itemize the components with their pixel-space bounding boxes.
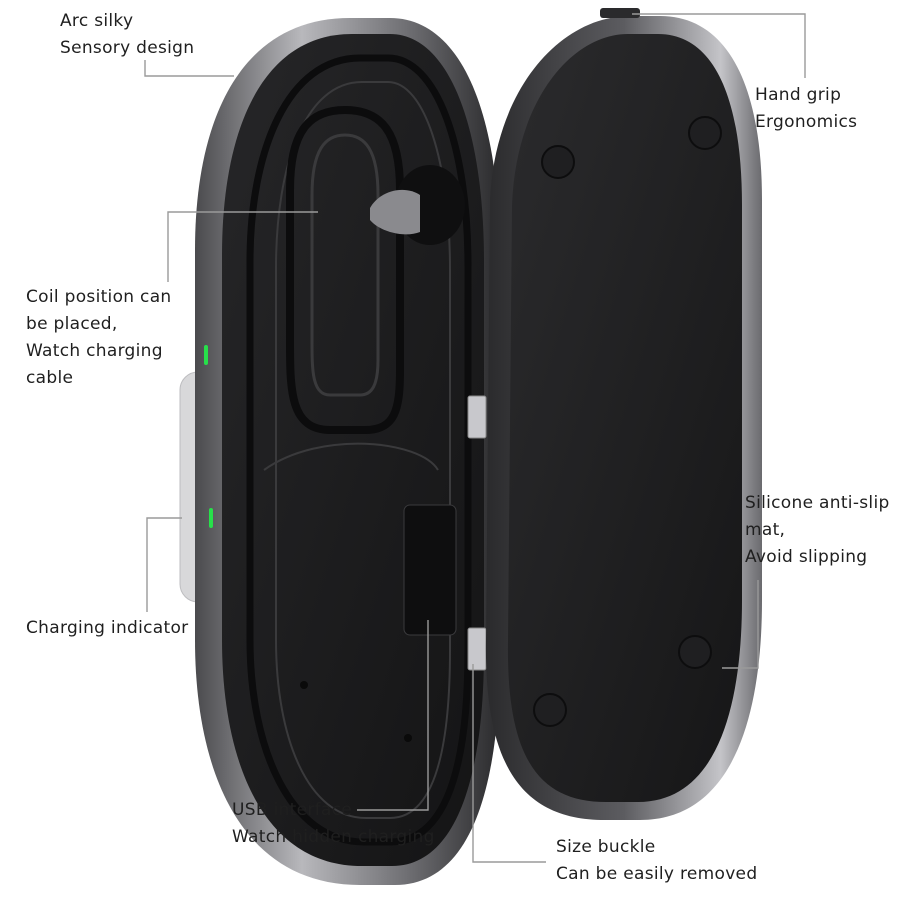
size-buckle: [467, 395, 487, 439]
callout-line: Watch charging: [26, 341, 163, 361]
callout-hand-grip: Hand grip Ergonomics: [755, 82, 857, 136]
callout-line: cable: [26, 368, 74, 388]
callout-line: Sensory design: [60, 38, 195, 58]
callout-line: Size buckle: [556, 837, 656, 857]
callout-line: Arc silky: [60, 11, 134, 31]
callout-line: mat,: [745, 520, 786, 540]
charging-indicator-light: [209, 508, 213, 528]
callout-usb-interface: USB interface Watch hidden charging: [232, 797, 435, 851]
silicone-mat: [507, 34, 742, 802]
charger-cover: [485, 8, 762, 820]
callout-charging-indicator: Charging indicator: [26, 615, 188, 642]
charging-indicator-light: [204, 345, 208, 365]
callout-line: Can be easily removed: [556, 864, 758, 884]
callout-line: Silicone anti-slip: [745, 493, 890, 513]
callout-line: USB interface: [232, 800, 353, 820]
callout-arc-silky: Arc silky Sensory design: [60, 8, 194, 62]
callout-line: Avoid slipping: [745, 547, 868, 567]
callout-coil-position: Coil position can be placed, Watch charg…: [26, 284, 172, 392]
callout-line: Charging indicator: [26, 618, 189, 638]
callout-line: Hand grip: [755, 85, 842, 105]
callout-size-buckle: Size buckle Can be easily removed: [556, 834, 757, 888]
leader-lines: [144, 13, 806, 863]
callout-line: Coil position can: [26, 287, 172, 307]
callout-line: Watch hidden charging: [232, 827, 435, 847]
callout-silicone-mat: Silicone anti-slip mat, Avoid slipping: [745, 490, 890, 571]
charger-base: [179, 18, 500, 885]
callout-line: be placed,: [26, 314, 118, 334]
callout-line: Ergonomics: [755, 112, 858, 132]
size-buckle: [467, 627, 487, 671]
